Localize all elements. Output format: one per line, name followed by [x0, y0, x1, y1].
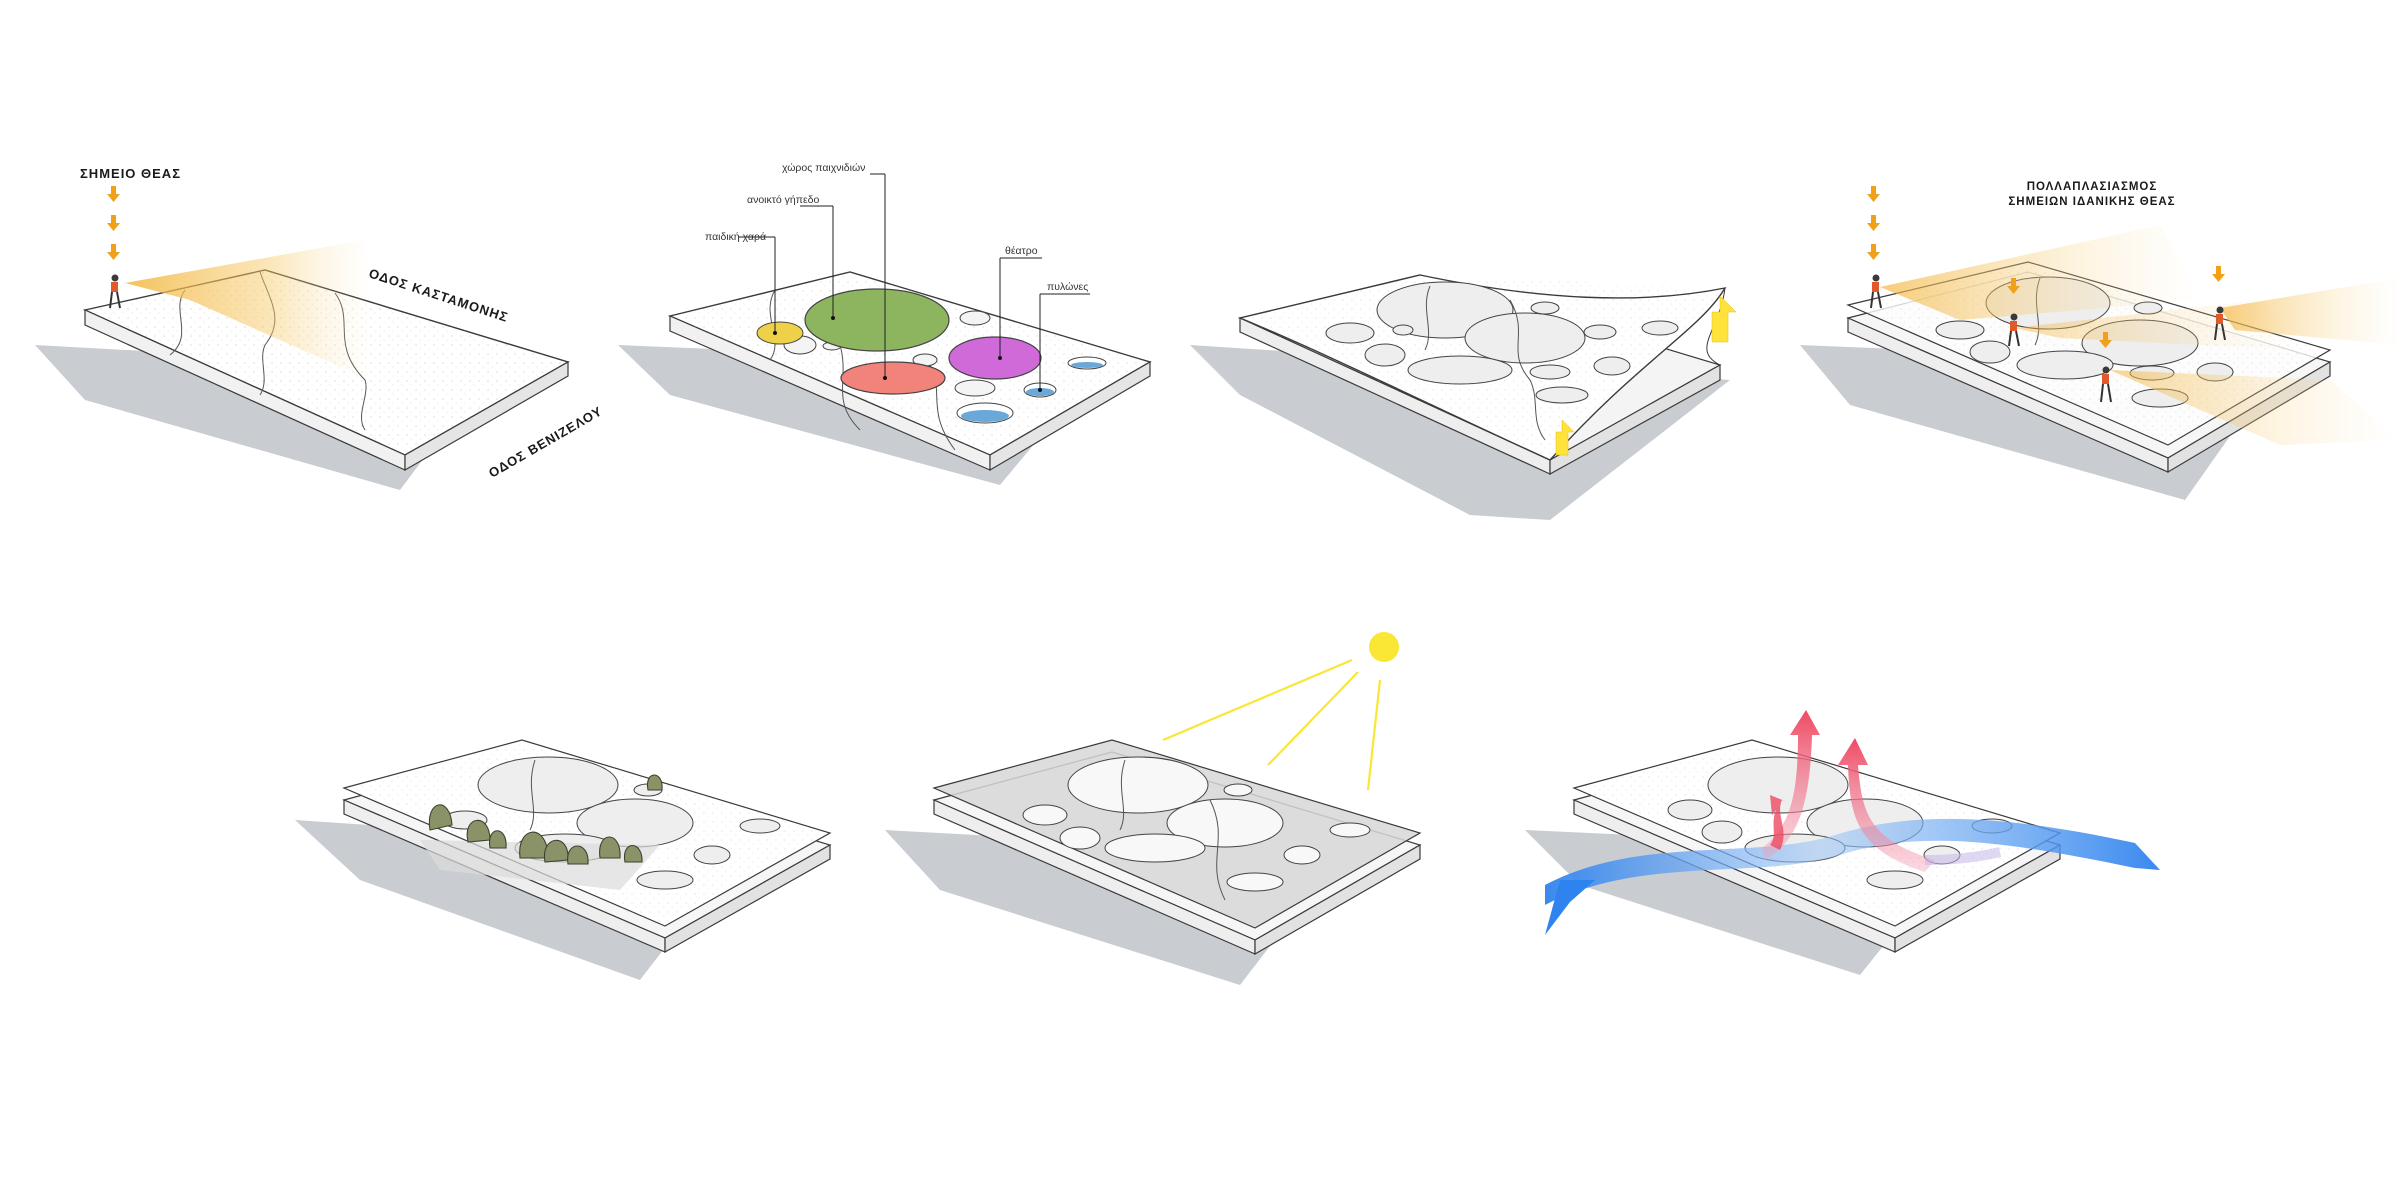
zone-pylon [961, 410, 1009, 422]
void-holes [1022, 756, 1371, 892]
panel-sunlight [885, 632, 1422, 985]
void-hole [954, 379, 996, 397]
panel-program-zones: χώρος παιχνιδιών ανοικτό γήπεδο παιδική … [618, 162, 1152, 485]
airflow-arrow-icon [1770, 795, 1790, 850]
lift-arrow-icon [1555, 295, 1737, 456]
person-icon [2100, 366, 2112, 403]
airflow-arrow-icon [1762, 710, 1820, 860]
stipple-texture [85, 270, 568, 455]
street-label-bottom: ΟΔΟΣ ΒΕΝΙΖΕΛΟΥ [486, 403, 605, 480]
view-cone [125, 240, 370, 380]
airflow-arrow-icon [1545, 880, 1595, 935]
view-cone [2220, 278, 2400, 345]
terrain-line [839, 344, 861, 431]
zone-pylon [1071, 362, 1103, 368]
panel-title: ΠΟΛΛΑΠΛΑΣΙΑΣΜΟΣ [2027, 181, 2158, 193]
person-icon [109, 274, 121, 309]
panel-lifted-surface [1190, 274, 1737, 520]
zone-label: παιδική χαρά [705, 231, 766, 243]
panel-viewpoint: ΣΗΜΕΙΟ ΘΕΑΣ ΟΔΟΣ ΚΑΣΤΑΜΟΝΗΣ ΟΔΟΣ ΒΕΝΙΖΕΛ… [35, 166, 605, 490]
zone-open-court [840, 361, 946, 395]
plinth-side-right [1894, 843, 2061, 954]
person-icon [1870, 274, 1882, 309]
zone-label: ανοικτό γήπεδο [747, 194, 820, 206]
view-cone [1880, 225, 2200, 320]
plinth-side-right [1549, 363, 1721, 476]
site-side-right [404, 360, 569, 472]
void-holes [1325, 281, 1679, 404]
sun-icon [1369, 632, 1399, 662]
panel-title: ΣΗΜΕΙΩΝ ΙΔΑΝΙΚΗΣ ΘΕΑΣ [2008, 196, 2175, 208]
panel-vegetation [295, 739, 832, 980]
plinth-side-right [1254, 843, 1421, 956]
airflow-arrow-icon [1545, 818, 2160, 905]
panel-multiplied-viewpoints: ΠΟΛΛΑΠΛΑΣΙΑΣΜΟΣ ΣΗΜΕΙΩΝ ΙΔΑΝΙΚΗΣ ΘΕΑΣ [1800, 181, 2400, 500]
sun-rays [1162, 658, 1382, 791]
viewpoint-arrow-icon [1867, 186, 2225, 348]
terrain-line [1119, 759, 1126, 831]
viewpoint-label: ΣΗΜΕΙΟ ΘΕΑΣ [80, 166, 181, 181]
person-icon [2214, 306, 2226, 341]
terrain-line [1509, 299, 1546, 441]
plinth-side-right [664, 843, 831, 954]
tree-icon [428, 774, 663, 865]
zone-label: θέατρο [1005, 245, 1038, 257]
void-hole [959, 310, 991, 326]
terrain-line [529, 759, 536, 831]
callout-leaders [738, 173, 1090, 390]
view-cone [2110, 370, 2400, 445]
terrain-line [1424, 285, 1431, 351]
viewpoint-arrow-icon [107, 186, 120, 260]
zone-label: πυλώνες [1047, 281, 1088, 293]
zone-label: χώρος παιχνιδιών [782, 162, 865, 174]
airflow-segment [1924, 847, 2002, 865]
zone-playground-field [804, 288, 950, 352]
zone-kids-playground [756, 321, 804, 345]
zone-theatre [948, 336, 1042, 380]
panel-airflow [1525, 710, 2160, 975]
person-icon [2008, 313, 2020, 347]
terrain-line [1209, 799, 1226, 901]
